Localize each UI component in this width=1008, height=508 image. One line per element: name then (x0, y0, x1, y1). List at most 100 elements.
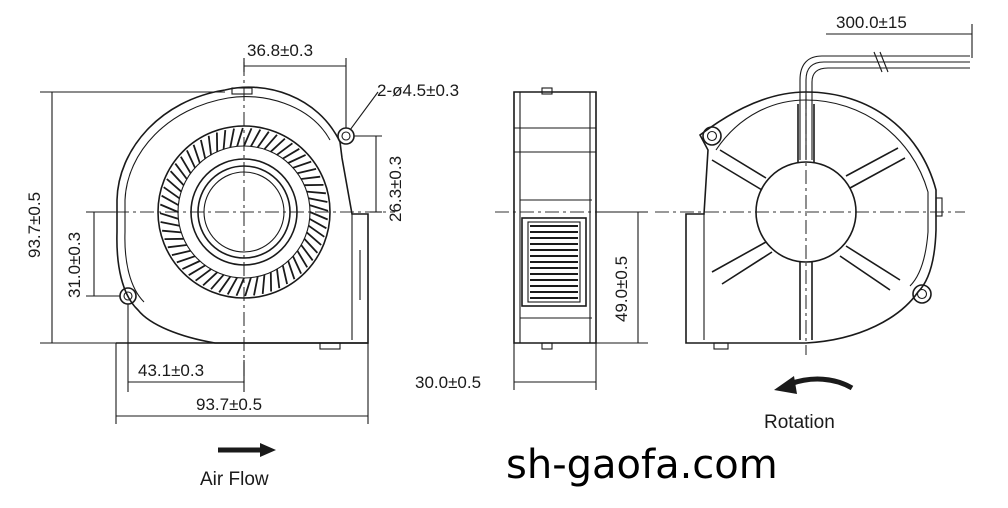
impeller-blade (308, 197, 328, 203)
impeller-blade (263, 134, 278, 150)
hub-outer-ring (190, 158, 298, 266)
impeller-blade (303, 238, 319, 254)
impeller-blade (192, 144, 201, 164)
impeller-blade (222, 130, 227, 150)
impeller-blade (292, 255, 302, 274)
impeller-blade (160, 221, 180, 227)
impeller-blade (176, 255, 196, 264)
impeller-blade (229, 128, 235, 148)
back-view: 300.0±15 Rotation (655, 13, 973, 433)
back-right-tab (935, 197, 943, 217)
impeller-blade (169, 170, 185, 186)
side-top-tab (541, 87, 553, 95)
impeller-blades (159, 127, 329, 297)
hole-callout-leader (349, 91, 379, 131)
impeller-blade (296, 250, 308, 268)
impeller-blade (182, 260, 201, 270)
back-lead-wires (799, 51, 970, 160)
dim-overall-width: 93.7±0.5 (196, 395, 262, 414)
impeller-blade (159, 203, 179, 213)
back-mounting-hole-top (702, 126, 722, 146)
impeller-blade (236, 127, 244, 147)
impeller-blade (163, 186, 180, 200)
impeller-blade (261, 274, 266, 294)
impeller-blade (300, 244, 314, 261)
dim-hole-to-center: 43.1±0.3 (138, 361, 204, 380)
rotation-arrow-icon (774, 376, 854, 394)
front-mounting-hole-top (337, 127, 355, 145)
impeller-blade (244, 277, 252, 297)
impeller-blade (276, 142, 293, 156)
side-outlet-opening (521, 217, 587, 307)
impeller-blade (301, 175, 321, 180)
impeller-blade (276, 269, 281, 289)
impeller-blade (281, 265, 288, 285)
impeller-blade (159, 212, 179, 220)
impeller-blade (309, 218, 327, 230)
impeller-blade (171, 249, 191, 256)
impeller-blade (166, 178, 182, 193)
dim-outlet-height: 49.0±0.5 (612, 256, 631, 322)
back-mounting-hole-bottom (912, 284, 932, 304)
front-bottom-tab (319, 342, 341, 350)
impeller-blade (162, 229, 182, 234)
side-view: 49.0±0.5 30.0±0.5 (415, 87, 648, 392)
impeller-blade (256, 131, 270, 148)
impeller-blade (226, 277, 238, 295)
dim-overall-height: 93.7±0.5 (25, 192, 44, 258)
impeller-blade (306, 231, 322, 246)
side-outlet-inner (527, 221, 581, 303)
impeller-blade (306, 190, 326, 195)
front-housing-outline (116, 86, 369, 344)
impeller-blade (195, 268, 212, 282)
impeller-blade (180, 156, 192, 174)
impeller-blade (200, 139, 207, 159)
back-spokes (711, 104, 906, 340)
impeller-blade (210, 274, 225, 290)
impeller-blade (202, 271, 218, 287)
impeller-blade (174, 163, 188, 180)
dim-hole-spacing-h: 36.8±0.3 (247, 41, 313, 60)
impeller-outer-ring (157, 125, 331, 299)
impeller-blade (308, 224, 325, 238)
side-outlet-grille (530, 225, 578, 299)
impeller-blade (243, 127, 253, 147)
side-bottom-tab (541, 342, 553, 350)
impeller-blade (270, 137, 286, 153)
impeller-blade (297, 168, 317, 175)
impeller-blade (167, 244, 187, 249)
impeller-blade (309, 204, 329, 212)
rotation-label: Rotation (764, 412, 835, 433)
dim-thickness: 30.0±0.5 (415, 373, 481, 392)
front-housing-inner-outline (124, 95, 331, 303)
hub-inner-ring (203, 171, 285, 253)
impeller-blade (218, 276, 232, 293)
impeller-blade (250, 129, 262, 147)
front-view: 36.8±0.3 2-ø4.5±0.3 26.3±0.3 93.7±0.5 31… (25, 41, 459, 490)
impeller-blade (287, 154, 306, 164)
impeller-blade (309, 211, 329, 221)
impeller-blade (186, 150, 196, 169)
dim-lead-length: 300.0±15 (836, 13, 907, 32)
dim-hole-callout: 2-ø4.5±0.3 (377, 81, 459, 100)
impeller-blade (292, 160, 312, 169)
dim-hole-offset-v: 26.3±0.3 (386, 156, 405, 222)
back-housing-outline (685, 91, 937, 344)
back-motor-hub (755, 161, 857, 263)
airflow-label: Air Flow (200, 469, 269, 490)
watermark-url: sh-gaofa.com (506, 442, 778, 488)
impeller-blade (207, 135, 212, 155)
airflow-arrow-icon (218, 443, 276, 457)
impeller-blade (287, 260, 296, 280)
front-top-tab (231, 87, 253, 95)
back-bottom-tab (713, 342, 729, 350)
impeller-blade (253, 276, 259, 296)
back-housing-inner-outline (715, 99, 929, 287)
impeller-blade (161, 194, 179, 206)
impeller-blade (188, 264, 206, 276)
hub-middle-ring (197, 165, 291, 259)
dim-hole-spacing-v: 31.0±0.3 (65, 232, 84, 298)
impeller-blade (235, 277, 245, 297)
impeller-blade (282, 148, 300, 160)
